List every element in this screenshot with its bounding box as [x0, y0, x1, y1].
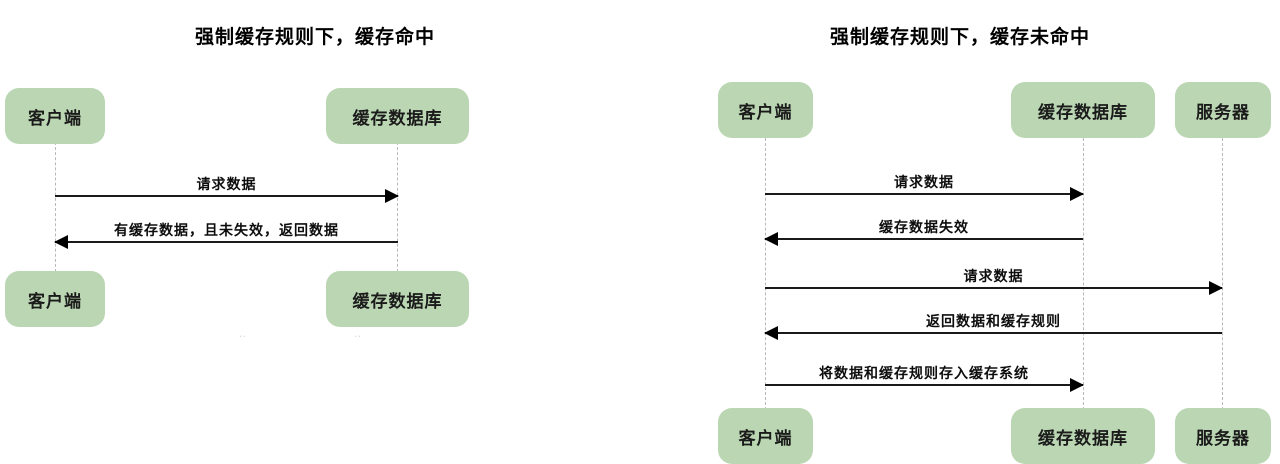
artifact-mark-a: ··	[239, 330, 246, 343]
arrowhead-right-icon	[1209, 281, 1223, 295]
actor-client-bottom-left[interactable]: 客户端	[5, 271, 105, 327]
message-label: 请求数据	[963, 269, 1024, 285]
lifeline-cache-db-right	[1083, 138, 1084, 410]
arrowhead-right-icon	[1070, 187, 1084, 201]
message-return-data-and-rules-right[interactable]: 返回数据和缓存规则	[764, 300, 1222, 340]
message-label: 有缓存数据，且未失效，返回数据	[114, 223, 339, 239]
actor-cache-db-top-right[interactable]: 缓存数据库	[1011, 82, 1155, 138]
arrowhead-left-icon	[764, 232, 778, 246]
message-label: 将数据和缓存规则存入缓存系统	[819, 366, 1029, 382]
message-label: 请求数据	[196, 177, 257, 193]
diagram-title-cache-miss: 强制缓存规则下，缓存未命中	[829, 26, 1090, 48]
diagram-title-cache-hit: 强制缓存规则下，缓存命中	[194, 26, 435, 48]
message-request-data-left[interactable]: 请求数据	[55, 163, 399, 203]
actor-cache-db-bottom-right[interactable]: 缓存数据库	[1011, 408, 1155, 464]
message-cache-expired-right[interactable]: 缓存数据失效	[764, 206, 1083, 246]
message-line	[765, 287, 1222, 289]
message-request-data-1-right[interactable]: 请求数据	[765, 161, 1084, 201]
message-line	[765, 332, 1222, 334]
sequence-diagram-cache-hit: 强制缓存规则下，缓存命中 客户端 缓存数据库 请求数据 有缓存数据，且未失效，返…	[0, 0, 640, 420]
actor-server-top-right[interactable]: 服务器	[1175, 82, 1271, 138]
arrowhead-right-icon	[1070, 378, 1084, 392]
sequence-diagram-cache-miss: 强制缓存规则下，缓存未命中 客户端 缓存数据库 服务器 请求数据 缓存数据失效 …	[640, 0, 1280, 464]
message-store-into-cache-right[interactable]: 将数据和缓存规则存入缓存系统	[765, 352, 1084, 392]
message-return-data-left[interactable]: 有缓存数据，且未失效，返回数据	[54, 209, 398, 249]
artifact-mark-b: ··	[354, 330, 361, 343]
lifeline-client-left	[55, 142, 56, 272]
message-line	[55, 241, 398, 243]
actor-server-bottom-right[interactable]: 服务器	[1175, 408, 1271, 464]
message-line	[765, 193, 1083, 195]
arrowhead-right-icon	[385, 189, 399, 203]
message-label: 缓存数据失效	[879, 220, 969, 236]
message-line	[765, 238, 1083, 240]
message-line	[765, 384, 1083, 386]
message-label: 返回数据和缓存规则	[926, 314, 1061, 330]
lifeline-client-right	[765, 138, 766, 410]
actor-cache-db-top-left[interactable]: 缓存数据库	[326, 88, 469, 144]
actor-cache-db-bottom-left[interactable]: 缓存数据库	[326, 271, 469, 327]
lifeline-cache-db-left	[397, 142, 398, 272]
actor-client-top-right[interactable]: 客户端	[718, 82, 813, 138]
actor-client-bottom-right[interactable]: 客户端	[718, 408, 813, 464]
lifeline-server-right	[1222, 138, 1223, 410]
message-line	[55, 195, 398, 197]
arrowhead-left-icon	[54, 235, 68, 249]
actor-client-top-left[interactable]: 客户端	[5, 88, 105, 144]
message-request-data-2-right[interactable]: 请求数据	[765, 255, 1223, 295]
arrowhead-left-icon	[764, 326, 778, 340]
message-label: 请求数据	[894, 175, 954, 191]
